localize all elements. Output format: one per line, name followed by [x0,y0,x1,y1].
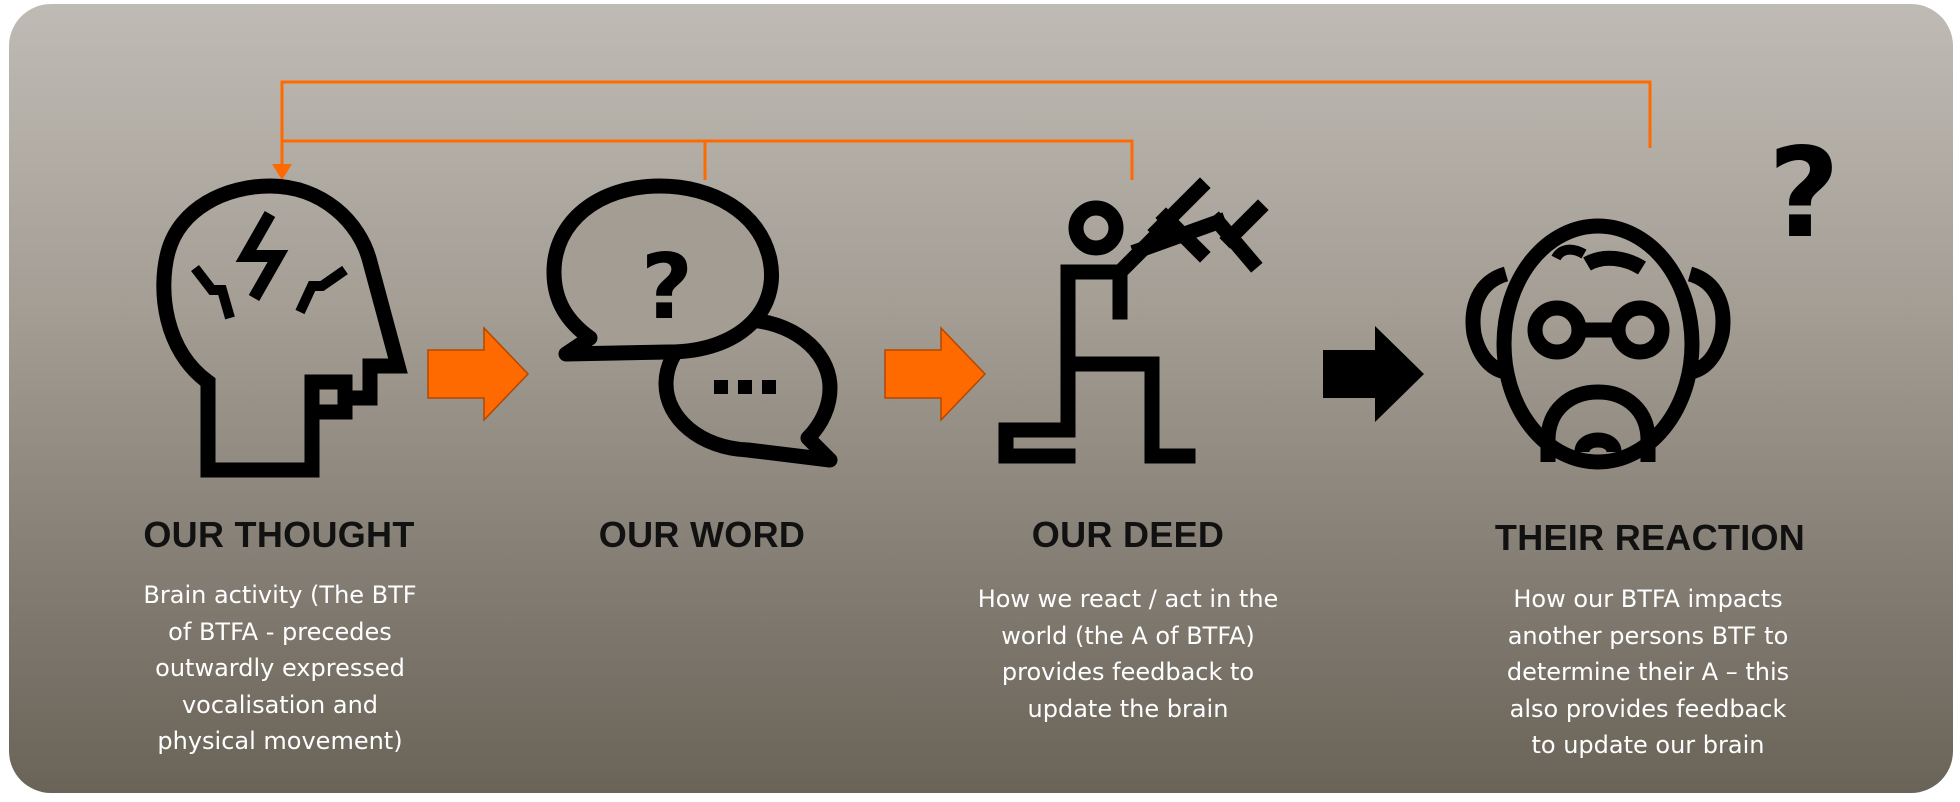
arrow-right-icon [1323,326,1424,422]
thinking-head-icon [156,178,408,478]
feedback-arrowhead-icon [272,164,292,180]
stage-description: How we react / act in the world (the A o… [977,585,1279,723]
svg-text:?: ? [641,235,693,340]
stage-description: Brain activity (The BTF of BTFA - preced… [143,581,417,755]
confused-face-icon [1465,218,1731,470]
feedback-loop-lines [280,80,1652,180]
stage-title: OUR WORD [598,514,806,555]
feedback-loop-inner [282,139,1134,180]
feedback-loop-outer [280,80,1652,168]
stage-description: How our BTFA impacts another persons BTF… [1506,585,1790,759]
stage-title: OUR THOUGHT [143,514,415,555]
person-with-hammer-icon [998,177,1269,464]
speech-bubbles-icon: ? [546,178,838,468]
svg-text:?: ? [1768,122,1840,266]
stage-title: THEIR REACTION [1494,517,1806,558]
question-mark-icon: ? [1768,122,1840,266]
arrow-right-icon [427,326,530,422]
arrow-right-icon [884,326,987,422]
stage-title: OUR DEED [1031,514,1225,555]
